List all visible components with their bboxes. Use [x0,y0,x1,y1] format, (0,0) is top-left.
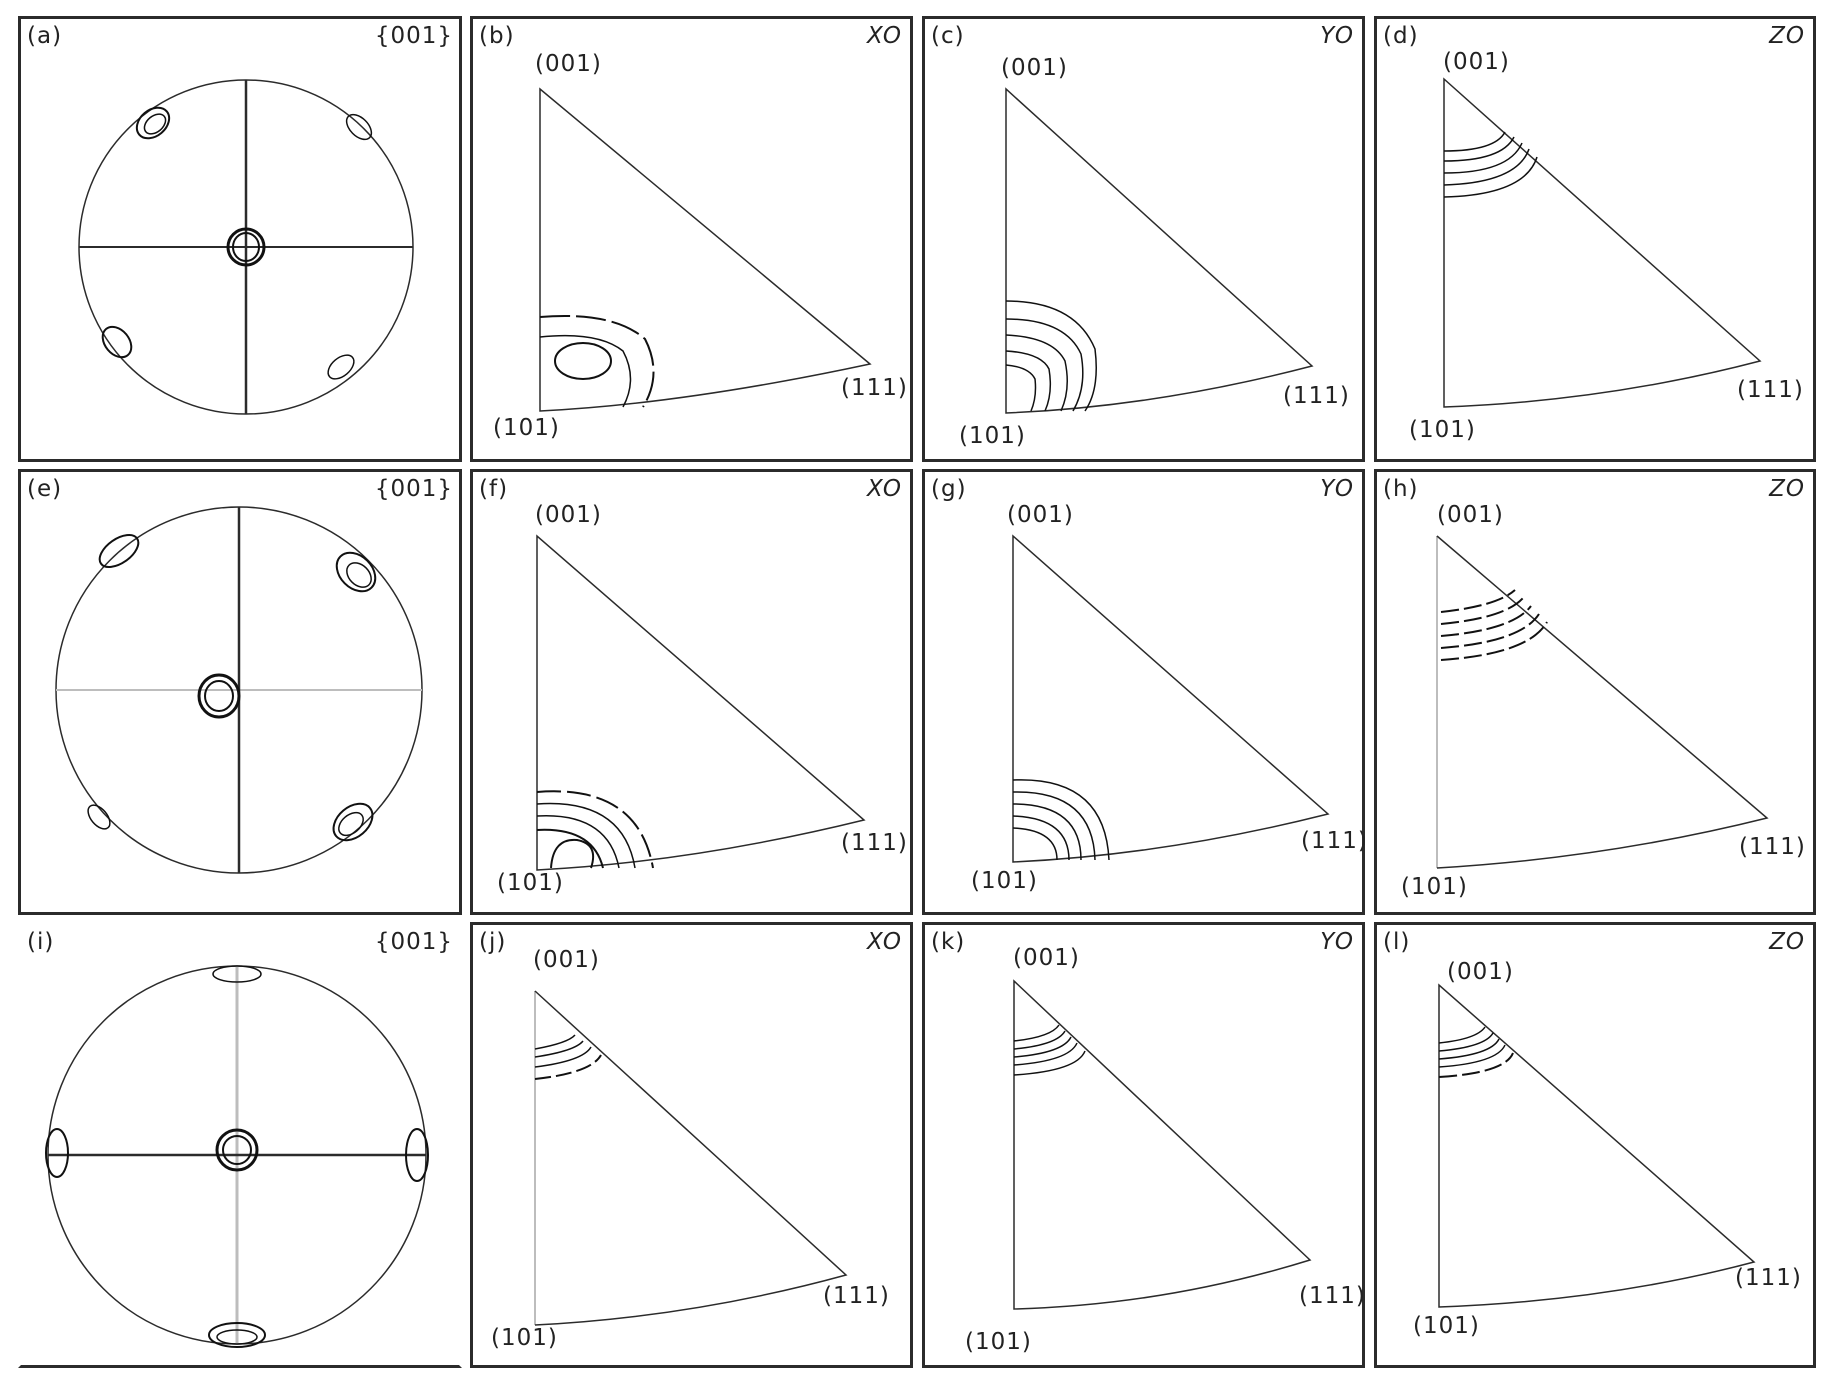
panel-letter: (c) [931,23,965,49]
pole-figure-panel-a: (a) {001} [18,16,462,462]
panel-letter: (f) [479,476,509,502]
vertex-101-label: (101) [493,415,560,441]
pole-plane-label: {001} [374,929,453,955]
vertex-001-label: (001) [1007,502,1074,528]
pole-plane-label: {001} [374,476,453,502]
vertex-111-label: (111) [1739,834,1806,860]
vertex-111-label: (111) [841,375,908,401]
panel-letter: (e) [27,476,63,502]
ipf-axis-label: YO [1320,476,1354,502]
ipf-triangle [1005,87,1314,414]
ipf-panel-f: (f) XO (001) (101) (111) [470,469,913,915]
ipf-triangle [534,990,848,1326]
ipf-panel-g: (g) YO (001) (101) (111) [922,469,1368,915]
vertex-101-label: (101) [1409,417,1476,443]
ipf-axis-label: XO [866,23,902,49]
pole-figure-plot [55,506,423,874]
vertex-001-label: (001) [1437,502,1504,528]
ipf-panel-d: (d) ZO (001) (101) (111) [1374,16,1816,462]
vertex-111-label: (111) [823,1283,890,1309]
vertex-001-label: (001) [533,947,600,973]
vertex-101-label: (101) [959,423,1026,449]
pole-figure-plot [78,79,414,415]
ipf-triangle [539,87,872,412]
vertex-111-label: (111) [1735,1265,1802,1291]
ipf-axis-label: YO [1320,23,1354,49]
panel-letter: (k) [931,929,966,955]
vertex-001-label: (001) [535,51,602,77]
pole-figure-panel-i: (i) {001} [18,922,462,1368]
vertex-101-label: (101) [491,1325,558,1351]
ipf-axis-label: XO [866,476,902,502]
vertex-111-label: (111) [1299,1283,1366,1309]
panel-letter: (l) [1383,929,1411,955]
ipf-axis-label: ZO [1769,23,1805,49]
ipf-axis-label: XO [866,929,902,955]
pole-figure-panel-e: (e) {001} [18,469,462,915]
ipf-axis-label: ZO [1769,476,1805,502]
ipf-panel-l: (l) ZO (001) (101) (111) [1374,922,1816,1368]
vertex-111-label: (111) [841,830,908,856]
vertex-101-label: (101) [1413,1313,1480,1339]
panel-letter: (a) [27,23,63,49]
panel-letter: (d) [1383,23,1419,49]
pole-plane-label: {001} [374,23,453,49]
panel-letter: (g) [931,476,967,502]
panel-letter: (i) [27,929,55,955]
vertex-101-label: (101) [1401,874,1468,900]
ipf-triangle [1436,535,1769,869]
panel-letter: (h) [1383,476,1419,502]
ipf-triangle [1013,979,1312,1310]
ipf-triangle [1443,77,1762,408]
panel-letter: (b) [479,23,515,49]
ipf-panel-b: (b) XO (001) (101) (111) [470,16,913,462]
ipf-triangle [1438,983,1756,1308]
ipf-axis-label: ZO [1769,929,1805,955]
ipf-triangle [536,534,866,871]
vertex-101-label: (101) [971,868,1038,894]
vertex-001-label: (001) [535,502,602,528]
ipf-triangle [1012,534,1330,863]
vertex-001-label: (001) [1443,49,1510,75]
pole-figure-plot [45,965,429,1348]
ipf-axis-label: YO [1320,929,1354,955]
ipf-panel-h: (h) ZO (001) (101) (111) [1374,469,1816,915]
ipf-panel-j: (j) XO (001) (101) (111) [470,922,913,1368]
vertex-111-label: (111) [1301,828,1368,854]
vertex-101-label: (101) [497,870,564,896]
vertex-111-label: (111) [1737,377,1804,403]
vertex-001-label: (001) [1013,945,1080,971]
vertex-001-label: (001) [1447,959,1514,985]
ipf-panel-k: (k) YO (001) (101) (111) [922,922,1365,1368]
ipf-panel-c: (c) YO (001) (101) (111) [922,16,1365,462]
vertex-001-label: (001) [1001,55,1068,81]
vertex-101-label: (101) [965,1329,1032,1355]
panel-letter: (j) [479,929,507,955]
vertex-111-label: (111) [1283,383,1350,409]
